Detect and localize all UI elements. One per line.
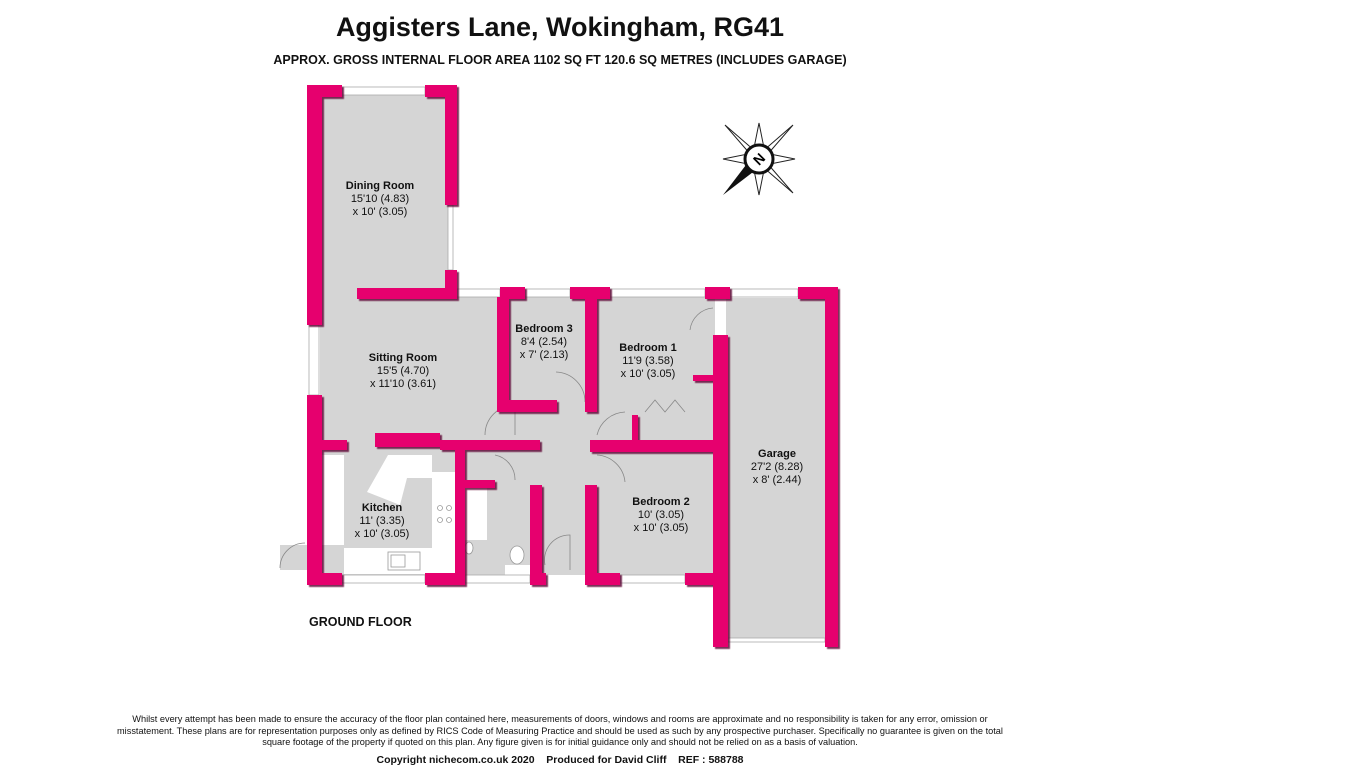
room-dimension: x 8' (2.44)	[752, 474, 802, 486]
room-floors	[280, 95, 827, 640]
room-label-garage: Garage 27'2 (8.28) x 8' (2.44)	[707, 448, 847, 487]
north-compass-icon: N	[722, 122, 796, 196]
room-label-kitchen: Kitchen 11' (3.35) x 10' (3.05)	[312, 502, 452, 541]
room-dimension: 15'5 (4.70)	[376, 365, 430, 377]
room-dimension: 15'10 (4.83)	[350, 193, 410, 205]
walls	[307, 85, 838, 647]
room-name: Kitchen	[361, 502, 403, 514]
room-label-bedroom-3: Bedroom 3 8'4 (2.54) x 7' (2.13)	[474, 323, 614, 362]
plan-title: Aggisters Lane, Wokingham, RG41	[335, 12, 785, 42]
room-dimension: x 10' (3.05)	[620, 368, 676, 380]
copyright-text: Copyright nichecom.co.uk 2020 Produced f…	[376, 754, 744, 766]
room-dimension: x 10' (3.05)	[354, 528, 410, 540]
floor-label: GROUND FLOOR	[309, 615, 412, 629]
room-dimension: 11' (3.35)	[359, 515, 405, 527]
room-name: Bedroom 3	[515, 323, 573, 335]
room-dimension: 27'2 (8.28)	[750, 461, 804, 473]
room-dimension: x 7' (2.13)	[519, 349, 569, 361]
disclaimer-text: Whilst every attempt has been made to en…	[117, 714, 1003, 747]
sink-icon	[387, 551, 421, 571]
toilet-icon	[464, 541, 525, 565]
door-swings	[279, 307, 714, 570]
room-name: Sitting Room	[368, 352, 438, 364]
room-dimension: 11'9 (3.58)	[622, 355, 674, 367]
room-label-bedroom-2: Bedroom 2 10' (3.05) x 10' (3.05)	[591, 496, 731, 535]
room-dimension: 8'4 (2.54)	[520, 336, 568, 348]
room-dimension: 10' (3.05)	[637, 509, 685, 521]
room-dimension: x 10' (3.05)	[633, 522, 689, 534]
room-dimension: x 10' (3.05)	[352, 206, 408, 218]
room-name: Bedroom 1	[619, 342, 677, 354]
floor-area-subtitle: APPROX. GROSS INTERNAL FLOOR AREA 1102 S…	[273, 53, 847, 67]
room-name: Dining Room	[345, 180, 415, 192]
room-label-bedroom-1: Bedroom 1 11'9 (3.58) x 10' (3.05)	[578, 342, 718, 381]
room-label-dining-room: Dining Room 15'10 (4.83) x 10' (3.05)	[310, 180, 450, 219]
hob-icon	[437, 505, 452, 523]
room-dimension: x 11'10 (3.61)	[369, 378, 437, 390]
room-name: Bedroom 2	[632, 496, 690, 508]
room-label-sitting-room: Sitting Room 15'5 (4.70) x 11'10 (3.61)	[333, 352, 473, 391]
room-name: Garage	[758, 448, 796, 460]
